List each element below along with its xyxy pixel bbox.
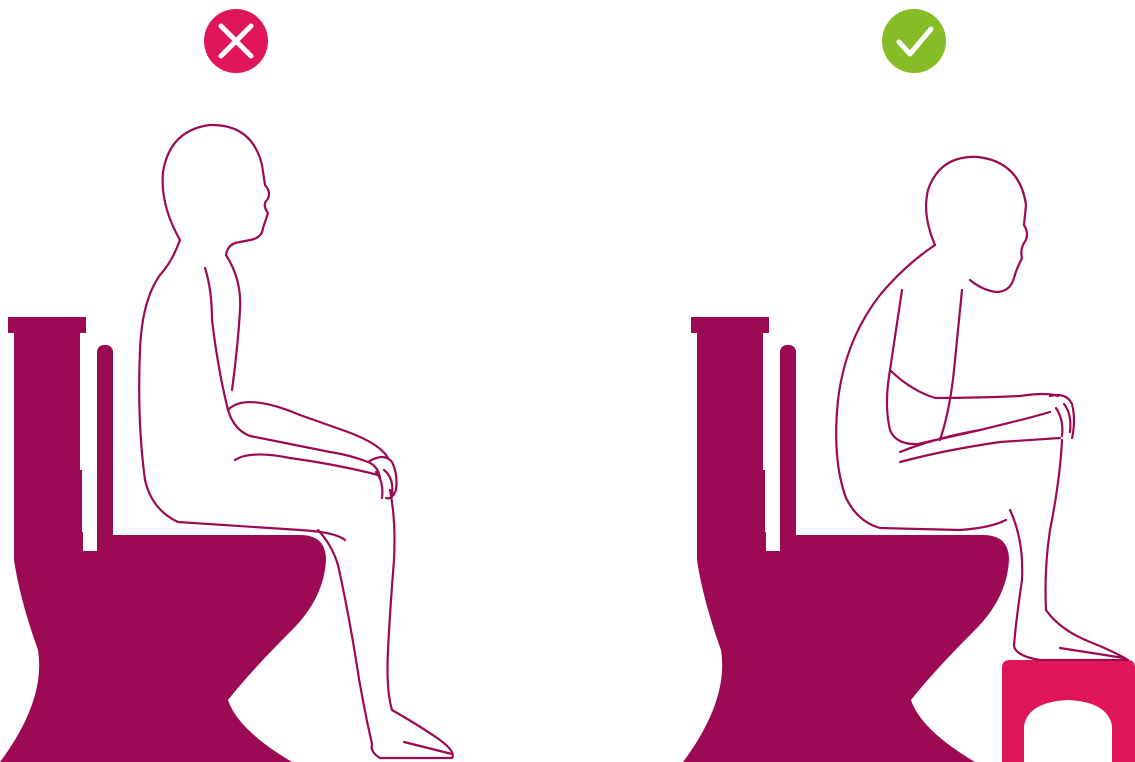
footstool xyxy=(1002,660,1135,762)
check-icon xyxy=(882,9,946,73)
cross-icon xyxy=(204,9,268,73)
panel-correct xyxy=(683,9,1135,762)
panel-incorrect xyxy=(0,9,453,762)
toilet-left xyxy=(0,317,326,762)
toilet-right xyxy=(683,317,1009,762)
